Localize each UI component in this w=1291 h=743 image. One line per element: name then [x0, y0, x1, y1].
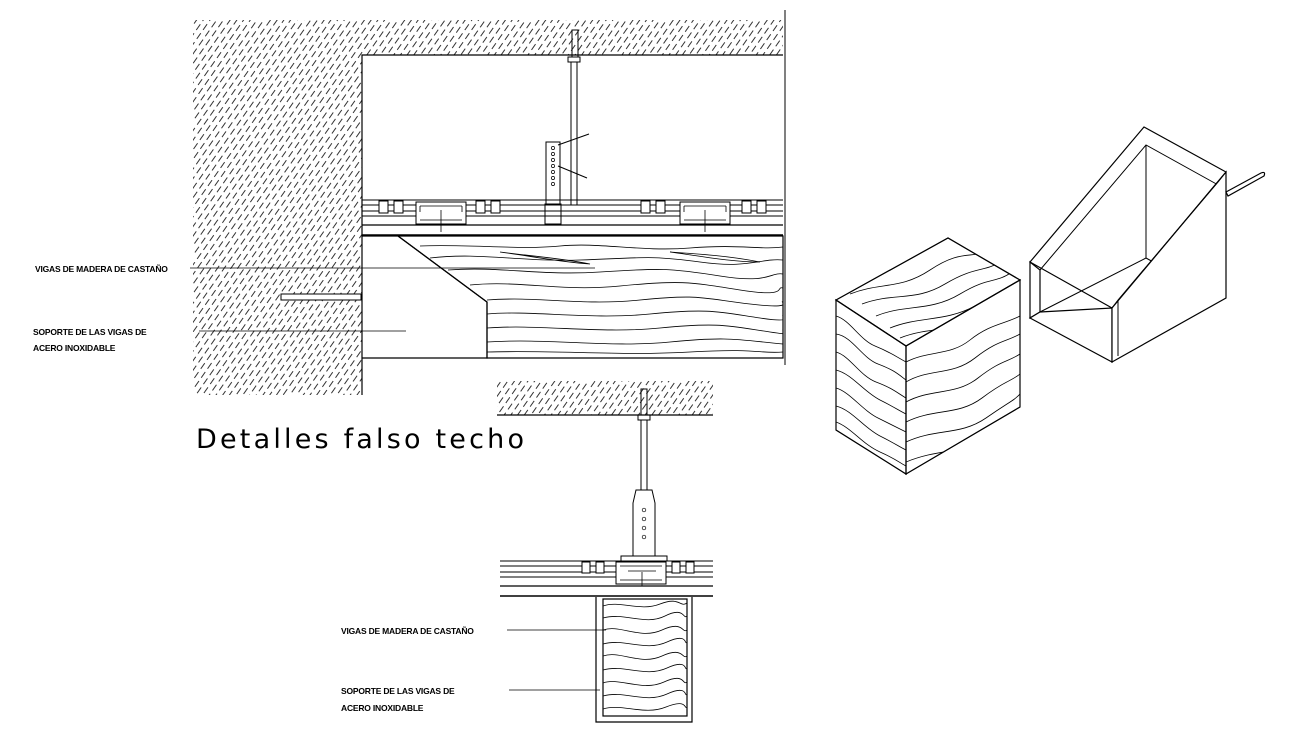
- label-support-top-line1: SOPORTE DE LAS VIGAS DE: [33, 327, 147, 337]
- section-detail-bottom: [497, 381, 713, 723]
- wood-beam-top: [280, 235, 784, 359]
- label-beam-wood-bottom: VIGAS DE MADERA DE CASTAÑO: [341, 626, 474, 636]
- label-support-top-line2: ACERO INOXIDABLE: [33, 343, 116, 353]
- masonry-hatch: [193, 20, 783, 395]
- label-support-bottom-line2: ACERO INOXIDABLE: [341, 703, 424, 713]
- drawing-title: Detalles falso techo: [196, 424, 528, 455]
- label-support-bottom-line1: SOPORTE DE LAS VIGAS DE: [341, 686, 455, 696]
- wood-block-isometric: [834, 237, 1022, 476]
- masonry-outline: [361, 54, 783, 395]
- label-beam-wood-top: VIGAS DE MADERA DE CASTAÑO: [35, 264, 168, 274]
- section-detail-top: [190, 10, 786, 395]
- hanger-rod-top: [544, 29, 590, 225]
- steel-support-isometric: [1028, 126, 1266, 364]
- ceiling-hatch-bottom: [497, 381, 713, 415]
- ceiling-profile-top: [362, 199, 783, 236]
